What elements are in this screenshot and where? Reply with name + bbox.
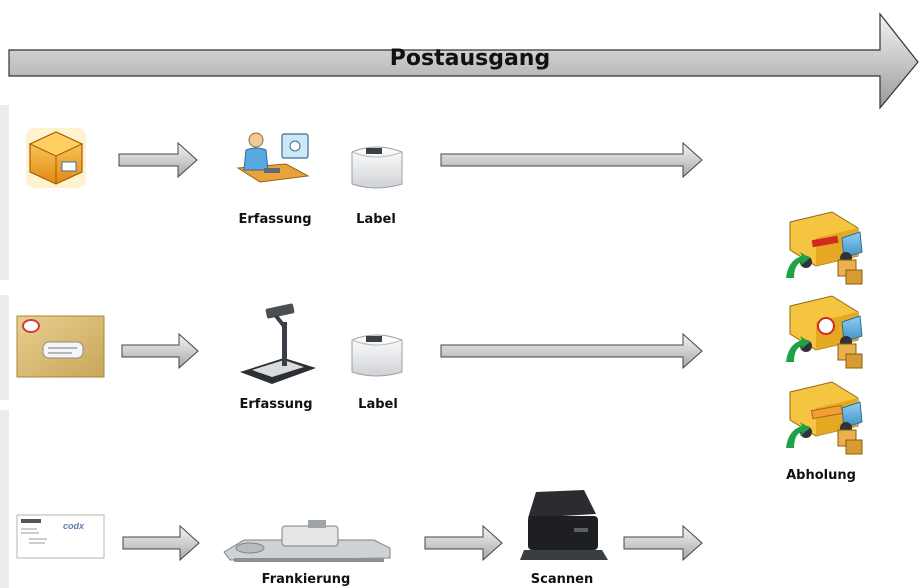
label-printer-icon xyxy=(351,334,403,377)
flow-arrow xyxy=(118,141,198,179)
letter-envelope-icon: codx xyxy=(16,514,105,559)
courier-truck-icon xyxy=(786,381,863,455)
flow-arrow-long xyxy=(440,141,703,179)
sidebar-strip-3 xyxy=(0,410,9,588)
franking-machine-icon xyxy=(223,520,391,562)
step-label-erfassung: Erfassung xyxy=(238,212,312,227)
step-label-label: Label xyxy=(358,397,398,412)
padded-envelope-icon xyxy=(16,315,105,378)
step-label-scannen: Scannen xyxy=(530,572,594,587)
step-label-frankierung: Frankierung xyxy=(261,572,351,587)
flow-arrow-long xyxy=(440,332,703,370)
pickup-label: Abholung xyxy=(786,468,856,483)
sidebar-strip-1 xyxy=(0,105,9,280)
document-scanner-icon xyxy=(520,490,608,560)
flow-arrow xyxy=(122,524,200,562)
header-arrow xyxy=(8,12,919,110)
package-box-icon xyxy=(26,128,86,188)
sidebar-strip-2 xyxy=(0,295,9,400)
document-camera-icon xyxy=(240,303,316,384)
diagram-title: Postausgang xyxy=(389,46,551,71)
step-label-label: Label xyxy=(356,212,396,227)
envelope-logo-text: codx xyxy=(63,521,85,531)
step-label-erfassung: Erfassung xyxy=(239,397,313,412)
workstation-icon xyxy=(236,132,310,183)
flow-arrow xyxy=(424,524,503,562)
courier-truck-icon xyxy=(786,211,863,285)
courier-truck-icon xyxy=(786,295,863,369)
flow-arrow xyxy=(623,524,703,562)
label-printer-icon xyxy=(351,146,403,189)
flow-arrow xyxy=(121,332,199,370)
